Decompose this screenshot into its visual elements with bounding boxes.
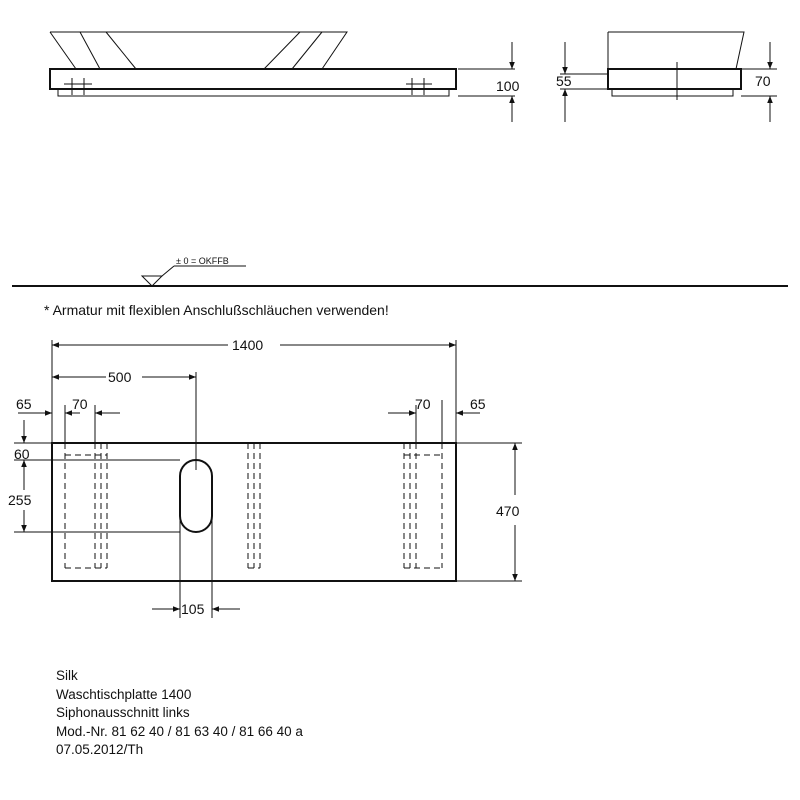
dim-label-60: 60 [14, 446, 30, 462]
floor-leader [161, 265, 175, 277]
basin-hatch-1 [79, 31, 101, 70]
drawing-date: 07.05.2012/Th [56, 742, 144, 757]
end-countertop [607, 68, 742, 90]
model-numbers: Mod.-Nr. 81 62 40 / 81 63 40 / 81 66 40 … [56, 723, 303, 739]
end-countertop-underside [611, 88, 734, 97]
dim-label-65-right: 65 [470, 396, 486, 412]
floor-label: ± 0 = OKFFB [176, 256, 229, 266]
end-basin-outline [608, 31, 745, 70]
installation-note: * Armatur mit flexiblen Anschlußschläuch… [44, 302, 389, 318]
basin-left-outer [49, 31, 77, 70]
floor-symbol [140, 275, 164, 287]
countertop-slab [49, 68, 457, 90]
product-name: Silk [56, 668, 78, 683]
dim-label-70-left: 70 [72, 396, 88, 412]
dim-label-100: 100 [496, 78, 520, 94]
dim-label-255: 255 [8, 492, 32, 508]
basin-hatch-4 [291, 31, 323, 70]
dim-label-65-left: 65 [16, 396, 32, 412]
cutout-position: Siphonausschnitt links [56, 705, 190, 720]
plan-view: 1400 500 65 70 70 65 60 255 [8, 337, 522, 618]
dim-label-70-right: 70 [415, 396, 431, 412]
title-block: Silk Waschtischplatte 1400 Siphonausschn… [56, 667, 303, 760]
siphon-cutout [179, 459, 213, 533]
basin-hatch-2 [105, 31, 137, 70]
basin-top-edge [50, 31, 348, 70]
dim-label-1400: 1400 [232, 337, 263, 353]
side-view: 100 [49, 31, 520, 122]
countertop-underside [57, 88, 450, 97]
dim-label-500: 500 [108, 369, 132, 385]
floor-reference: ± 0 = OKFFB [12, 256, 788, 287]
dim-label-105: 105 [181, 601, 205, 617]
dim-label-70: 70 [755, 73, 771, 89]
dim-label-470: 470 [496, 503, 520, 519]
basin-hatch-3 [263, 31, 301, 70]
end-view: 55 70 [556, 31, 777, 122]
dim-label-55: 55 [556, 73, 572, 89]
product-description: Waschtischplatte 1400 [56, 686, 192, 702]
